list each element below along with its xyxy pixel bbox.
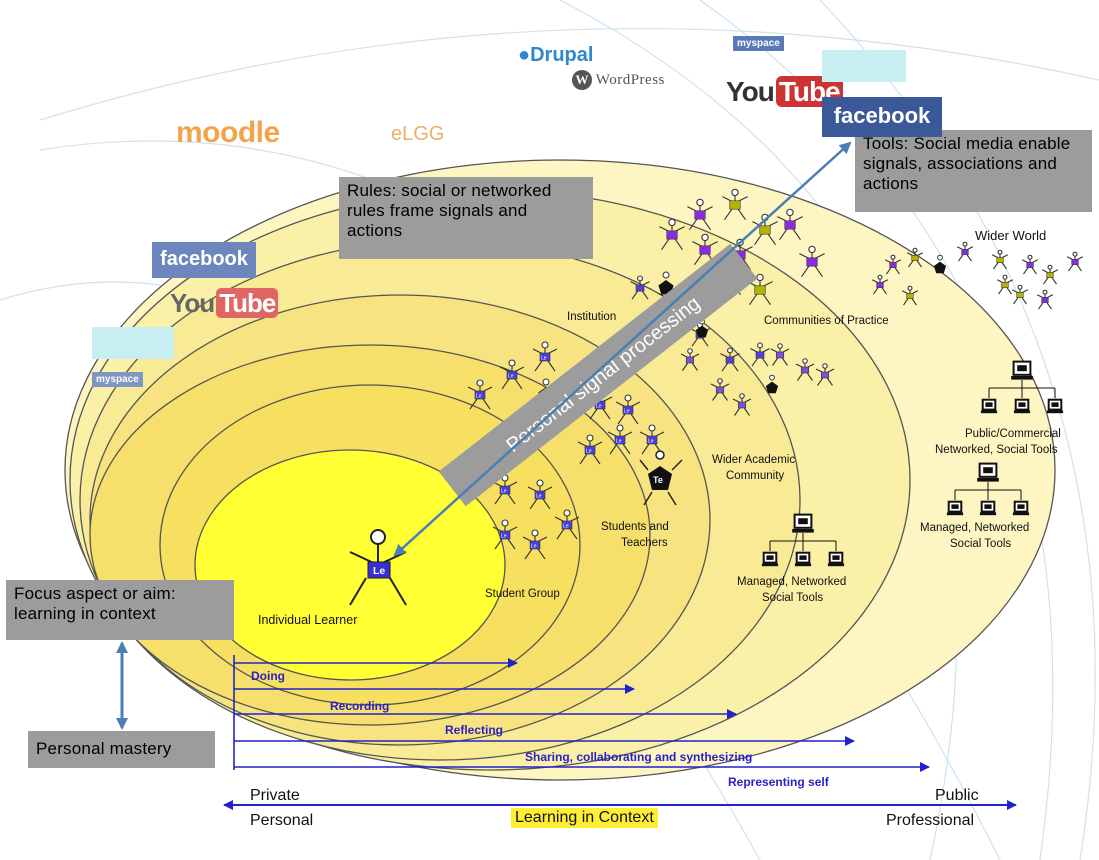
network-person-tag: Le (476, 394, 482, 400)
computer-icon (1012, 500, 1030, 516)
activity-representing: Representing self (728, 775, 830, 789)
axis-public: Public (935, 787, 979, 804)
network-person (1011, 284, 1029, 305)
computer-icon (1013, 398, 1031, 414)
computer-icon (1046, 398, 1064, 414)
label-managed-inner-2: Social Tools (762, 592, 823, 604)
label-student-group: Student Group (485, 588, 560, 600)
network-person (1036, 289, 1054, 310)
myspace-logo-top: myspace (733, 36, 784, 51)
youtube-tube-text-left: Tube (216, 288, 279, 318)
network-person-tag: Le (541, 356, 547, 362)
network-person-tag: Le (616, 439, 622, 445)
wordpress-logo: W WordPress (572, 70, 665, 90)
network-person (884, 254, 902, 275)
network-person-tag: Le (501, 534, 507, 540)
network-person (906, 247, 924, 268)
teacher-tag: Te (653, 475, 663, 485)
label-wider-academic-1: Wider Academic (712, 454, 795, 466)
drupal-logo: ●Drupal (518, 44, 593, 67)
youtube-you-text: You (726, 76, 775, 107)
label-managed-outer-2: Social Tools (950, 538, 1011, 550)
label-public-commercial-1: Public/Commercial (965, 428, 1061, 440)
moodle-logo: moodle (176, 116, 280, 149)
label-wider-academic-2: Community (726, 470, 784, 482)
network-person-tag: Le (586, 449, 592, 455)
network-person (1041, 264, 1059, 285)
axis-private: Private (250, 787, 300, 804)
drupal-text: Drupal (530, 44, 594, 66)
network-person (996, 274, 1014, 295)
label-wider-world: Wider World (975, 228, 1046, 243)
network-person (991, 249, 1009, 270)
network-person-tag: Le (624, 409, 630, 415)
network-person-tag: Le (563, 524, 569, 530)
network-star-person (933, 254, 947, 274)
computer-icon (761, 551, 779, 567)
signal-arrow (393, 141, 852, 557)
youtube-you-text-left: You (170, 288, 215, 318)
activity-reflecting: Reflecting (445, 723, 503, 737)
activity-sharing: Sharing, collaborating and synthesizing (525, 750, 752, 764)
axis-professional: Professional (886, 812, 975, 829)
label-public-commercial-2: Networked, Social Tools (935, 444, 1058, 456)
focus-box: Focus aspect or aim: learning in context (6, 580, 234, 640)
activity-arrows (233, 655, 930, 772)
computer-icon (980, 398, 998, 414)
label-students-teachers-1: Students and (601, 521, 669, 533)
network-person (1021, 254, 1039, 275)
wordpress-text: WordPress (595, 72, 665, 88)
label-managed-inner-1: Managed, Networked (737, 576, 846, 588)
network-person-tag: Le (501, 489, 507, 495)
network-person-tag: Le (508, 374, 514, 380)
activity-recording: Recording (330, 699, 389, 713)
myspace-logo-left: myspace (92, 372, 143, 387)
network-person (1066, 251, 1084, 272)
rules-box: Rules: social or networked rules frame s… (339, 177, 593, 259)
computer-cluster (954, 482, 1022, 500)
label-communities: Communities of Practice (764, 315, 889, 327)
computer-icon (977, 462, 999, 482)
learner-tag: Le (373, 565, 385, 577)
facebook-logo-left: facebook (152, 242, 256, 278)
axis-learning-in-context: Learning in Context (511, 808, 658, 828)
label-institution: Institution (567, 311, 616, 323)
drupal-drop-icon: ● (518, 44, 531, 66)
network-person-tag: Le (536, 494, 542, 500)
mastery-box: Personal mastery (28, 731, 215, 768)
axis-personal: Personal (250, 812, 314, 829)
computer-icon (794, 551, 812, 567)
network-person (871, 274, 889, 295)
wordpress-w-icon: W (572, 70, 592, 90)
network-person (901, 285, 919, 306)
individual-learner-figure: Le (349, 529, 407, 606)
label-students-teachers-2: Teachers (621, 537, 668, 549)
computer-icon (1011, 360, 1033, 380)
twitter-logo-left (92, 327, 174, 359)
computer-icon (979, 500, 997, 516)
twitter-logo-top (822, 50, 906, 82)
computer-icon (946, 500, 964, 516)
activity-doing: Doing (251, 669, 285, 683)
label-managed-outer-1: Managed, Networked (920, 522, 1029, 534)
network-person-tag: Le (596, 404, 602, 410)
computer-icon (792, 513, 814, 533)
elgg-logo: eLGG (391, 123, 445, 145)
network-person (956, 241, 974, 262)
network-person-tag: Le (648, 439, 654, 445)
facebook-logo-top: facebook (822, 97, 942, 137)
computer-cluster (988, 380, 1056, 398)
computer-icon (827, 551, 845, 567)
label-individual-learner: Individual Learner (258, 613, 357, 627)
tools-box: Tools: Social media enable signals, asso… (855, 130, 1092, 212)
network-person-tag: Le (531, 544, 537, 550)
